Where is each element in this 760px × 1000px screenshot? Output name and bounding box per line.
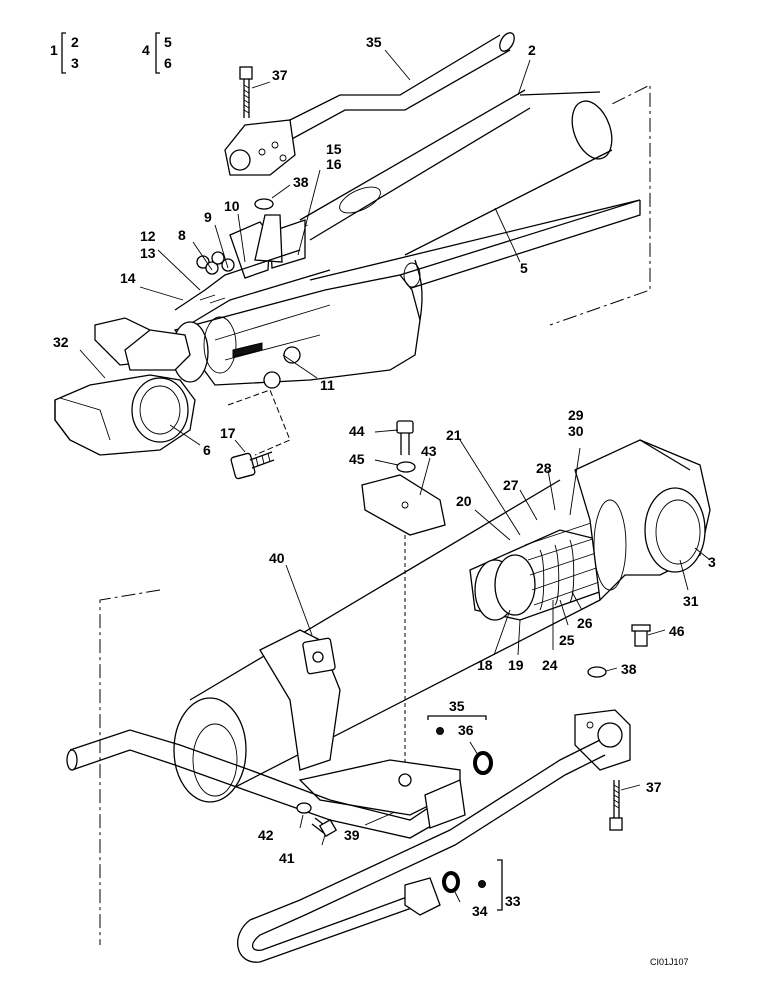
- upper-rod-assembly: [54, 32, 651, 480]
- callout-30: 30: [568, 423, 584, 439]
- callout-27: 27: [503, 477, 519, 493]
- callout-9: 9: [204, 209, 212, 225]
- callout-31: 31: [683, 593, 699, 609]
- callout-40: 40: [269, 550, 285, 566]
- callout-46: 46: [669, 623, 685, 639]
- callout-5: 5: [520, 260, 528, 276]
- callout-28: 28: [536, 460, 552, 476]
- drawing-reference-code: CI01J107: [650, 957, 689, 967]
- callout-14: 14: [120, 270, 136, 286]
- callout-26: 26: [577, 615, 593, 631]
- callout-37: 37: [272, 67, 288, 83]
- callout-35: 35: [366, 34, 382, 50]
- callout-17: 17: [220, 425, 236, 441]
- callout-6: 6: [203, 442, 211, 458]
- callout-13: 13: [140, 245, 156, 261]
- callout-25: 25: [559, 632, 575, 648]
- callout-42: 42: [258, 827, 274, 843]
- callout-43: 43: [421, 443, 437, 459]
- bracket-item: 6: [164, 55, 172, 71]
- group-bracket-2: 4 5 6: [142, 32, 172, 74]
- callout-15: 15: [326, 141, 342, 157]
- callout-labels: 35 2 37 15 16 38 10 9 8 12 13 14 5 32 11…: [53, 34, 716, 919]
- callout-38-lower: 38: [621, 661, 637, 677]
- callout-44: 44: [349, 423, 365, 439]
- bracket-item: 3: [71, 55, 79, 71]
- bracket-item: 5: [164, 34, 172, 50]
- callout-34: 34: [472, 903, 488, 919]
- callout-37-lower: 37: [646, 779, 662, 795]
- callout-36: 36: [458, 722, 474, 738]
- bracket-item: 2: [71, 34, 79, 50]
- callout-35-lower: 35: [449, 698, 465, 714]
- callout-33: 33: [505, 893, 521, 909]
- bracket-label: 4: [142, 42, 150, 58]
- leader-lines: [79, 49, 711, 903]
- callout-16: 16: [326, 156, 342, 172]
- callout-32: 32: [53, 334, 69, 350]
- callout-19: 19: [508, 657, 524, 673]
- callout-21: 21: [446, 427, 462, 443]
- callout-2: 2: [528, 42, 536, 58]
- callout-3: 3: [708, 554, 716, 570]
- group-bracket-1: 1 2 3: [50, 32, 79, 74]
- callout-18: 18: [477, 657, 493, 673]
- bracket-label: 1: [50, 42, 58, 58]
- lower-cylinder-assembly: [66, 420, 711, 963]
- callout-8: 8: [178, 227, 186, 243]
- callout-11: 11: [320, 377, 335, 393]
- callout-12: 12: [140, 228, 156, 244]
- callout-20: 20: [456, 493, 472, 509]
- callout-39: 39: [344, 827, 360, 843]
- callout-45: 45: [349, 451, 365, 467]
- callout-29: 29: [568, 407, 584, 423]
- callout-38: 38: [293, 174, 309, 190]
- callout-41: 41: [279, 850, 295, 866]
- callout-24: 24: [542, 657, 558, 673]
- callout-10: 10: [224, 198, 240, 214]
